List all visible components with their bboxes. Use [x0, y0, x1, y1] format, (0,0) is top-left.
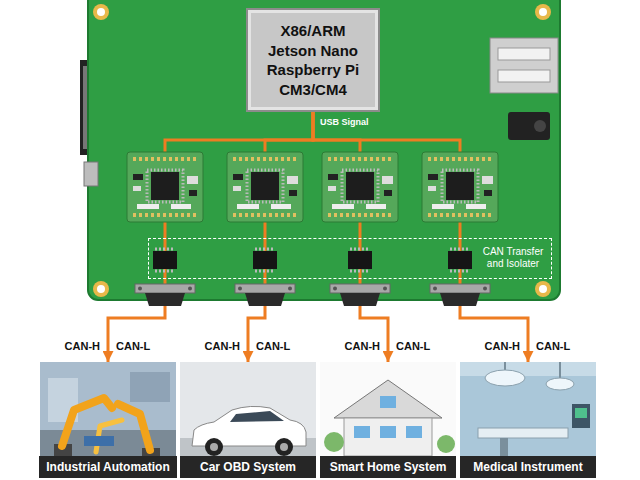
micro-usb-port: [84, 162, 98, 186]
isolator-band: CAN Transfer and Isolater: [148, 238, 552, 279]
smart-home-scene: [380, 426, 396, 438]
pin-label: CAN-H: [64, 340, 101, 353]
pin-label: CAN-L: [115, 340, 151, 353]
medical-scene: [575, 408, 587, 418]
car-scene: [230, 411, 284, 422]
photo-caption: Car OBD System: [180, 456, 316, 478]
pin-label: CAN-H: [484, 340, 521, 353]
isolator-chip: [448, 249, 472, 271]
can-module: [127, 152, 203, 222]
pin-label: CAN-L: [535, 340, 571, 353]
db9-connector: [430, 284, 490, 306]
smart-home-scene: [320, 362, 456, 478]
medical-scene: [546, 378, 574, 390]
audio-jack: [534, 120, 546, 132]
can-module: [422, 152, 498, 222]
medical-scene: [485, 370, 525, 386]
medical-scene: [460, 362, 596, 478]
mounting-hole: [539, 285, 547, 293]
audio-jack: [508, 112, 550, 140]
car-scene: [180, 362, 316, 478]
ribbon-connector: [83, 66, 87, 149]
industrial-scene: [40, 362, 176, 478]
processor-text: X86/ARM Jetson Nano Raspberry Pi CM3/CM4: [259, 21, 367, 99]
medical-scene: [460, 362, 596, 478]
mounting-hole: [93, 4, 109, 20]
db9-connector: [235, 284, 295, 306]
industrial-scene: [40, 362, 176, 478]
db9-connector: [135, 284, 195, 306]
pin-label: CAN-L: [255, 340, 291, 353]
medical-scene: [500, 438, 508, 458]
pin-label: CAN-H: [344, 340, 381, 353]
mounting-hole: [539, 8, 547, 16]
medical-scene: [478, 428, 568, 438]
application-photo: Medical Instrument: [460, 362, 596, 478]
audio-jack: [508, 112, 550, 140]
application-photo: Car OBD System: [180, 362, 316, 478]
medical-scene: [572, 404, 590, 428]
smart-home-scene: [406, 426, 422, 438]
smart-home-scene: [354, 426, 370, 438]
photo-caption: Industrial Automation: [39, 456, 177, 478]
car-scene: [180, 362, 316, 478]
usb-can-link: [248, 110, 313, 362]
smart-home-scene: [334, 380, 442, 418]
medical-scene: [460, 362, 596, 376]
pcb-board: [80, 0, 560, 300]
car-scene: [275, 438, 293, 456]
application-photo: Smart Home System: [320, 362, 456, 478]
usb-a-port: [490, 38, 558, 93]
can-module: [227, 152, 303, 222]
industrial-scene: [130, 372, 170, 402]
medical-scene: [559, 362, 561, 378]
industrial-scene: [84, 436, 114, 446]
smart-home-scene: [437, 435, 455, 453]
smart-home-scene: [344, 418, 432, 456]
mounting-hole: [535, 4, 551, 20]
mounting-hole: [97, 285, 105, 293]
application-photo: Industrial Automation: [39, 362, 177, 478]
pcb-board: [88, 0, 560, 300]
processor-box: X86/ARM Jetson Nano Raspberry Pi CM3/CM4: [248, 10, 378, 110]
db9-connector: [330, 284, 390, 306]
mounting-hole: [535, 281, 551, 297]
usb-a-port: [498, 48, 550, 60]
pin-label: CAN-H: [204, 340, 241, 353]
band-text: CAN Transfer and Isolater: [480, 246, 546, 270]
can-module: [322, 152, 398, 222]
pin-label: CAN-L: [395, 340, 431, 353]
mounting-hole: [93, 281, 109, 297]
mounting-hole: [93, 4, 551, 297]
usb-can-link: [313, 110, 388, 362]
usb-a-port: [498, 70, 550, 82]
signal-label: USB Signal: [320, 117, 369, 128]
industrial-scene: [118, 404, 150, 450]
isolator-chip: [153, 249, 177, 271]
usb-can-link: [313, 110, 528, 362]
isolator-chip: [348, 249, 372, 271]
mounting-hole: [97, 8, 105, 16]
car-scene: [210, 443, 218, 451]
smart-home-scene: [380, 396, 396, 408]
usb-can-link: [108, 110, 313, 362]
usb-a-port: [490, 38, 558, 93]
photo-caption: Medical Instrument: [460, 456, 596, 478]
car-scene: [205, 438, 223, 456]
photo-caption: Smart Home System: [320, 456, 456, 478]
industrial-scene: [40, 430, 176, 478]
smart-home-scene: [320, 362, 456, 478]
isolator-chip: [253, 249, 277, 271]
smart-home-scene: [324, 432, 344, 452]
car-scene: [280, 443, 288, 451]
